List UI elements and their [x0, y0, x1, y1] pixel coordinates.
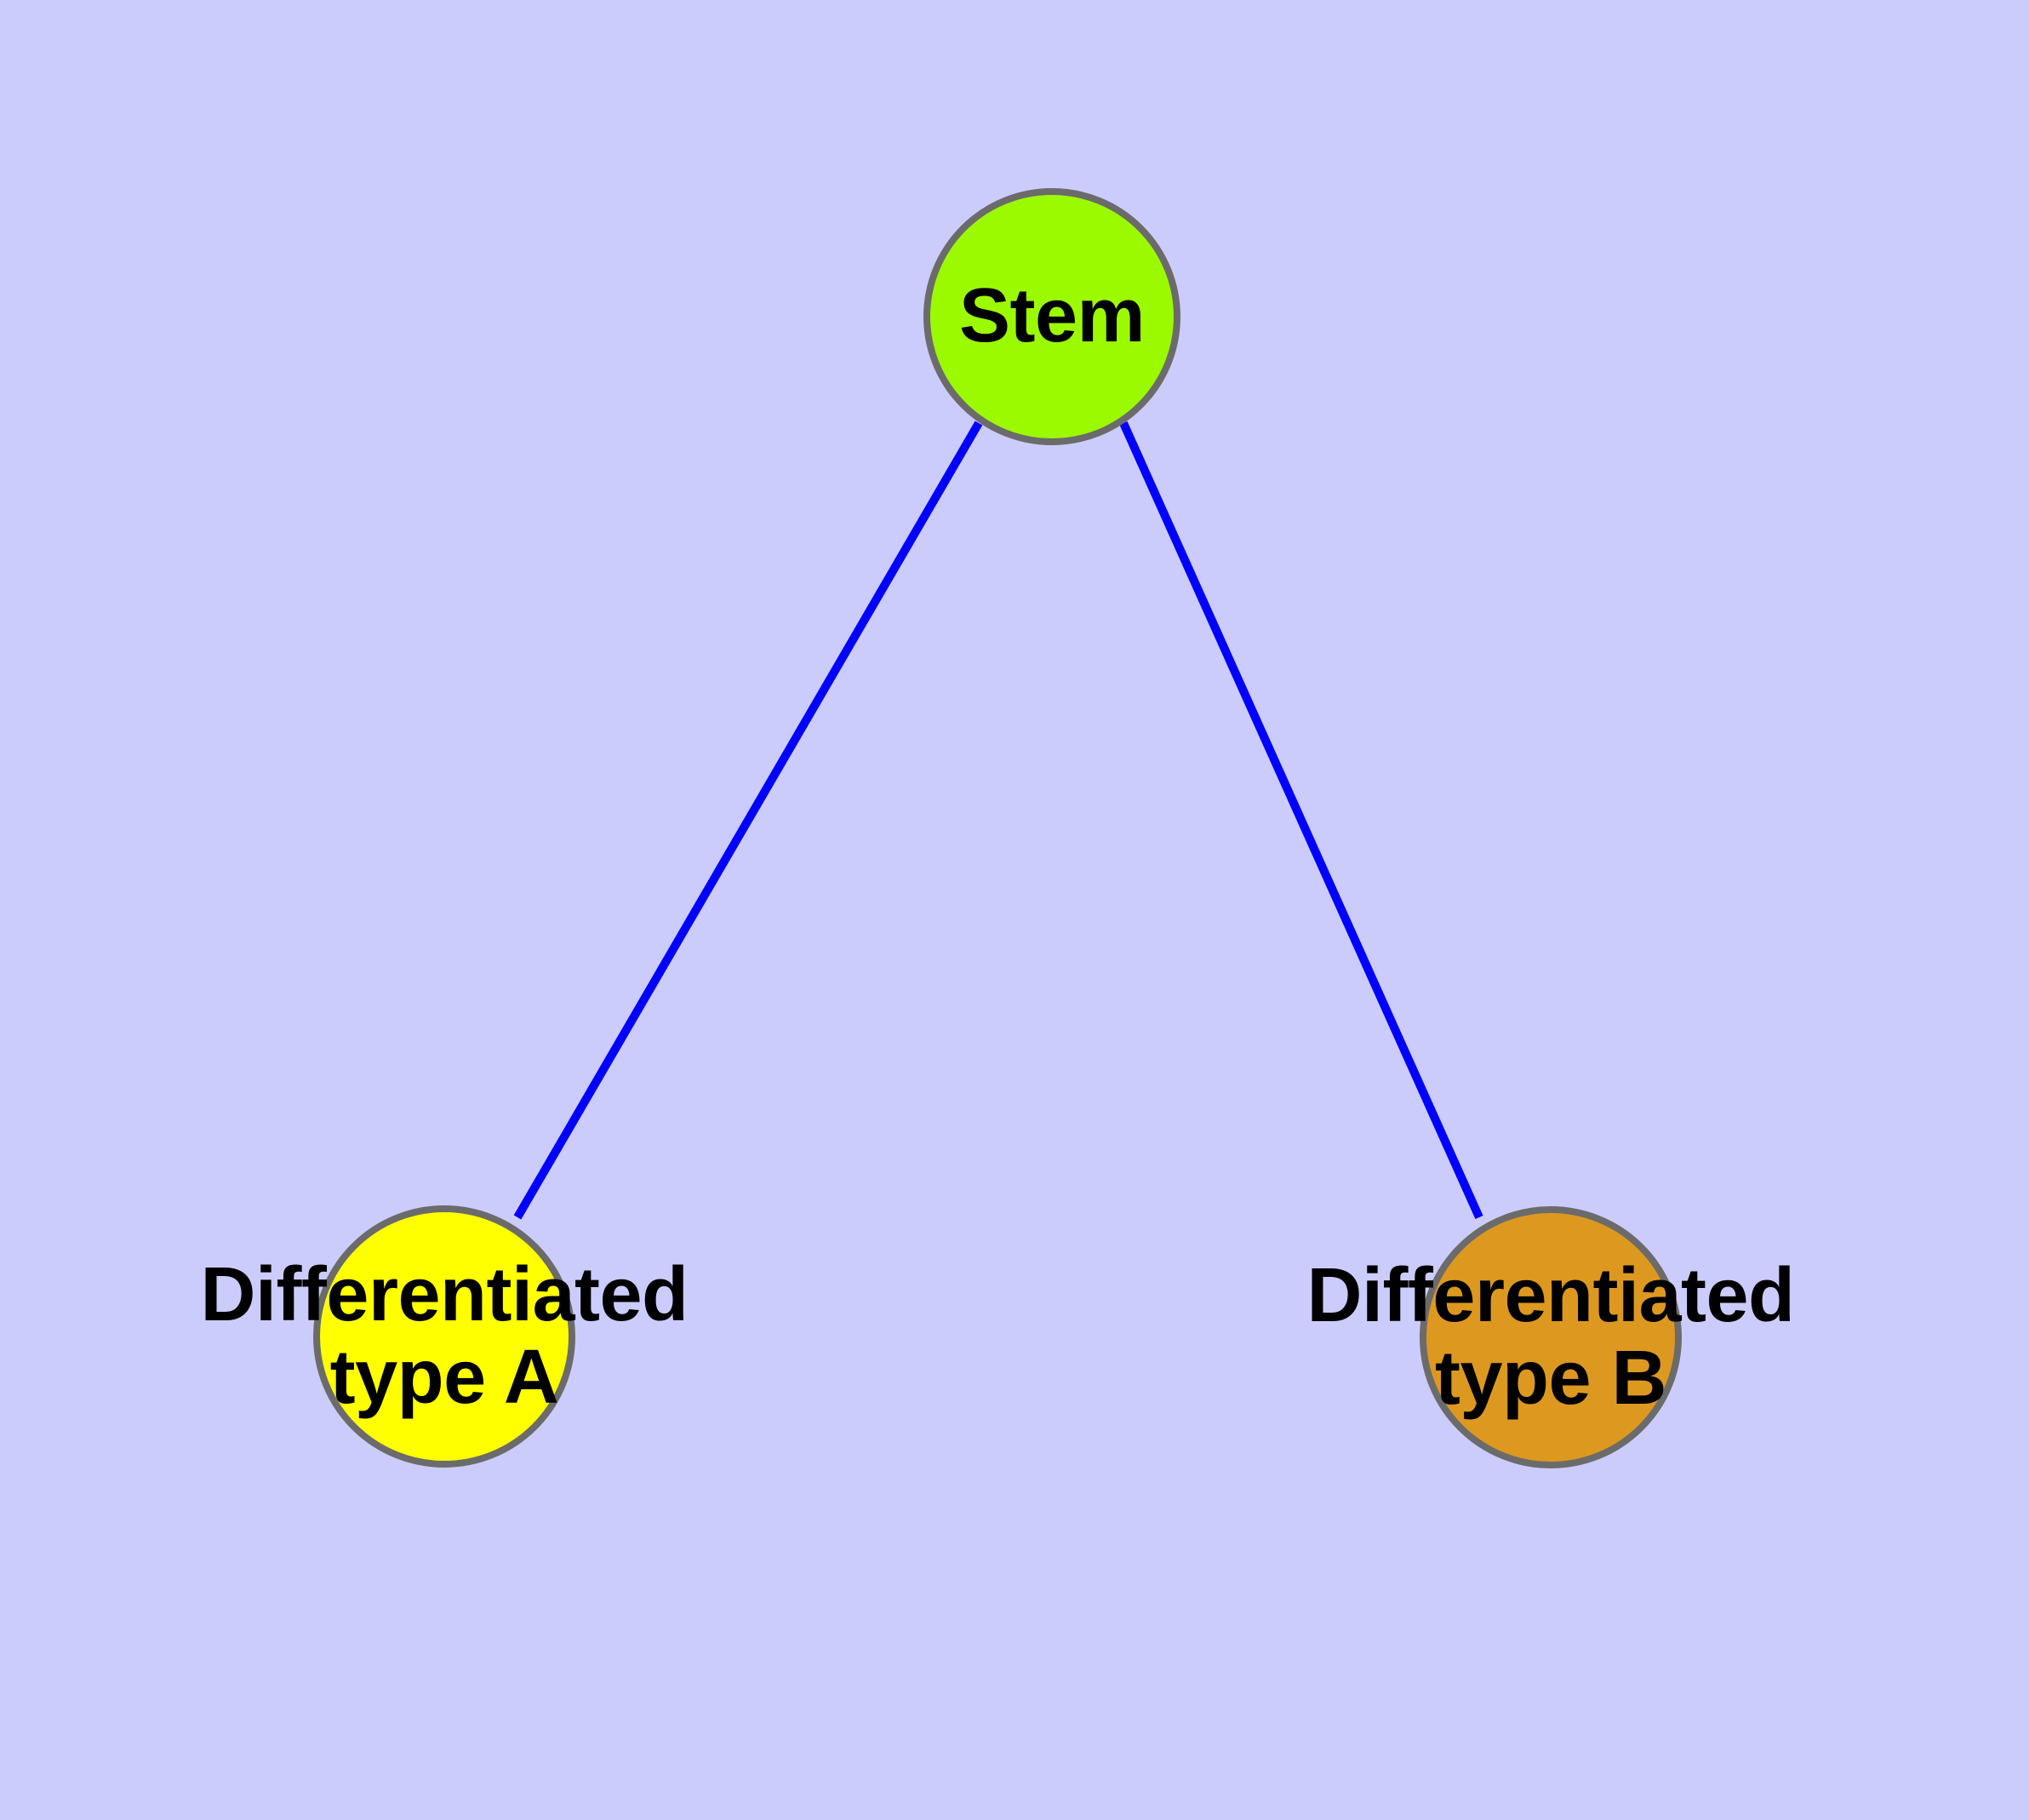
edge-stem-to-differentiated-type-b — [1119, 421, 1483, 1220]
node-label-line: type A — [329, 1334, 559, 1420]
node-label-stem: Stem — [456, 275, 1648, 358]
node-differentiated-type-a[interactable] — [313, 1205, 575, 1468]
node-label-line: type B — [1434, 1335, 1667, 1421]
node-stem[interactable] — [923, 188, 1180, 445]
node-label-line: Differentiated — [1306, 1252, 1795, 1338]
node-label-line: Differentiated — [200, 1251, 689, 1337]
node-label-line: Stem — [958, 273, 1146, 359]
node-differentiated-type-b[interactable] — [1420, 1206, 1682, 1468]
edge-stem-to-differentiated-type-a — [513, 421, 983, 1220]
